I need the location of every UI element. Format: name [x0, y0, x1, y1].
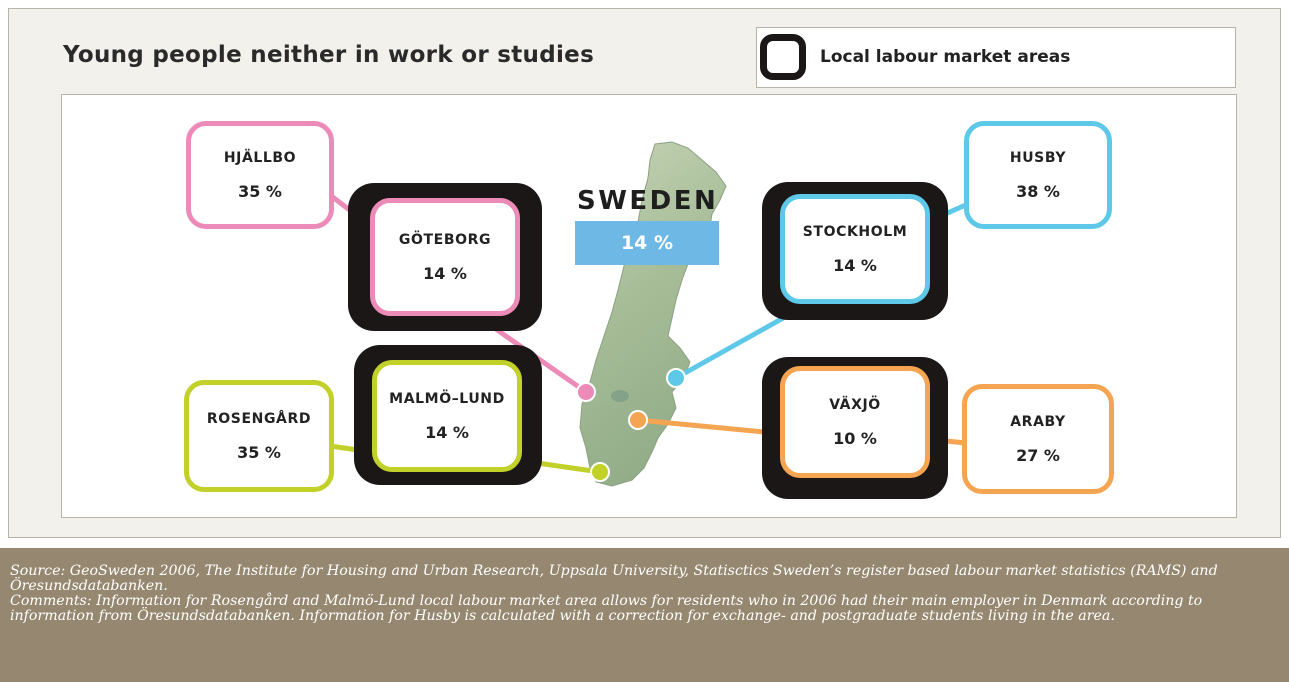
- araby-name: ARABY: [1010, 413, 1066, 430]
- goteborg-value: 14 %: [423, 263, 467, 283]
- box-malmo: MALMÖ–LUND 14 %: [372, 360, 522, 472]
- connector-malmo: [529, 459, 601, 475]
- box-goteborg: GÖTEBORG 14 %: [370, 198, 520, 316]
- rosengard-name: ROSENGÅRD: [206, 410, 312, 427]
- lake-vanern-shape: [611, 390, 629, 402]
- connector-vaxjo: [637, 417, 765, 435]
- legend-box: [756, 27, 1236, 88]
- box-vaxjo: VÄXJÖ 10 %: [780, 366, 930, 478]
- husby-name: HUSBY: [1009, 149, 1067, 166]
- malmo-value: 14 %: [425, 422, 469, 442]
- comments-note: Comments: Information for Rosengård and …: [10, 593, 1203, 624]
- vaxjo-value: 10 %: [833, 428, 877, 448]
- stockholm-name: STOCKHOLM: [802, 223, 908, 240]
- box-husby: HUSBY 38 %: [964, 121, 1112, 229]
- husby-value: 38 %: [1016, 181, 1060, 201]
- chart-title: Young people neither in work or studies: [63, 42, 595, 68]
- dot-malmo: [590, 462, 610, 482]
- dot-goteborg: [576, 382, 596, 402]
- legend-swatch: [760, 34, 806, 80]
- source-note: Source: GeoSweden 2006, The Institute fo…: [10, 563, 1218, 594]
- malmo-name: MALMÖ–LUND: [389, 390, 505, 407]
- country-label: SWEDEN: [577, 186, 719, 216]
- rosengard-value: 35 %: [237, 442, 281, 462]
- box-hjallbo: HJÄLLBO 35 %: [186, 121, 334, 229]
- dot-stockholm: [666, 368, 686, 388]
- hjallbo-name: HJÄLLBO: [223, 149, 297, 166]
- goteborg-name: GÖTEBORG: [398, 231, 492, 248]
- box-araby: ARABY 27 %: [962, 384, 1114, 494]
- legend-label: Local labour market areas: [820, 47, 1071, 67]
- araby-value: 27 %: [1016, 445, 1060, 465]
- box-rosengard: ROSENGÅRD 35 %: [184, 380, 334, 492]
- connector-rosengard: [329, 443, 359, 453]
- vaxjo-name: VÄXJÖ: [829, 396, 881, 413]
- hjallbo-value: 35 %: [238, 181, 282, 201]
- country-value-badge: 14 %: [575, 221, 719, 265]
- stockholm-value: 14 %: [833, 255, 877, 275]
- footer-notes: Source: GeoSweden 2006, The Institute fo…: [0, 548, 1289, 682]
- dot-vaxjo: [628, 410, 648, 430]
- box-stockholm: STOCKHOLM 14 %: [780, 194, 930, 304]
